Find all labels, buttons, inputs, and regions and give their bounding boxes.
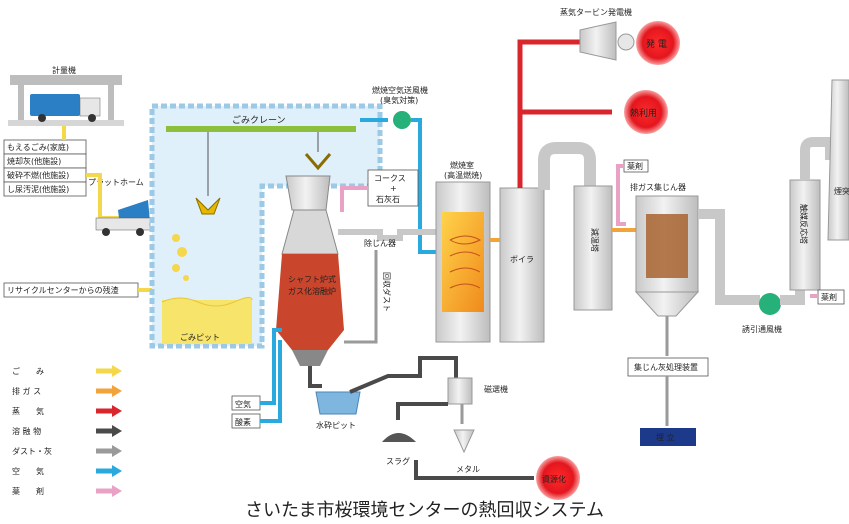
steam-turbine xyxy=(579,21,617,61)
boiler-label: ボイラ xyxy=(510,255,534,264)
pit-label: ごみピット xyxy=(180,332,220,342)
legend-arrow-icon xyxy=(112,385,122,397)
legend-label: 空 気 xyxy=(12,466,44,476)
return-dust-label: 回収ダスト xyxy=(382,272,392,312)
magnet-label: 磁選機 xyxy=(484,384,508,394)
crane-label: ごみクレーン xyxy=(232,114,286,126)
combustion-note: (高温燃焼) xyxy=(444,170,482,180)
air-input-label: 空気 xyxy=(235,399,251,409)
legend-label: 排 ガ ス xyxy=(12,386,41,396)
crane-grab xyxy=(195,132,332,215)
shaft-furnace xyxy=(276,175,344,366)
oxygen-input-label: 酸素 xyxy=(235,417,251,427)
catalyst-reactor-label: 触媒反応塔 xyxy=(799,204,809,244)
diagram-caption: さいたま市桜環境センターの熱回収システム xyxy=(245,500,604,521)
magnetic-separator xyxy=(447,377,473,405)
coke-label: コークス xyxy=(374,174,406,183)
waste-type-item: 焼却灰(他施設) xyxy=(7,156,61,166)
falling-garbage xyxy=(172,234,189,281)
blower-note: (臭気対策) xyxy=(380,95,418,105)
landfill-box xyxy=(640,428,696,446)
dust-remover-label: 除じん器 xyxy=(364,238,396,248)
chemical-1-label: 薬剤 xyxy=(627,161,643,171)
cooling-tower xyxy=(573,185,613,311)
heat-use-label: 熱利用 xyxy=(630,107,657,119)
furnace-label-1: シャフト炉式 xyxy=(288,274,336,284)
waste-type-item: 破砕不燃(他施設) xyxy=(7,170,69,180)
power-hotspot xyxy=(636,21,680,65)
stack-label: 煙突 xyxy=(834,186,849,196)
legend-label: 薬 剤 xyxy=(12,486,44,496)
slag-pile xyxy=(382,433,416,442)
waste-type-item: もえるごみ(家庭) xyxy=(7,142,69,152)
induced-draft-fan xyxy=(759,293,781,315)
furnace-label-2: ガス化溶融炉 xyxy=(288,286,336,296)
fly-ash-label: 集じん灰処理装置 xyxy=(634,362,698,372)
legend-arrow-icon xyxy=(112,445,122,457)
legend: ご み 排 ガ ス 蒸 気 溶 融 物 ダスト・灰 空 気 薬 剤 xyxy=(12,365,122,497)
limestone-label: 石灰石 xyxy=(376,194,400,204)
legend-arrow-icon xyxy=(112,485,122,497)
garbage-pit-building xyxy=(149,103,383,349)
slag-label: スラグ xyxy=(386,456,410,466)
combustion-label: 燃焼室 xyxy=(450,160,474,170)
metal-label: メタル xyxy=(456,465,480,474)
metal-hopper xyxy=(453,429,475,454)
legend-label: 溶 融 物 xyxy=(12,426,41,436)
legend-arrow-icon xyxy=(112,365,122,377)
legend-label: ご み xyxy=(12,366,44,376)
cooling-tower-label: 減温塔 xyxy=(590,228,600,252)
landfill-label: 埋 立 xyxy=(656,432,675,442)
heat-use-hotspot xyxy=(624,90,668,134)
turbine-label: 蒸気タービン発電機 xyxy=(560,7,632,17)
power-label: 発 電 xyxy=(646,38,667,50)
legend-arrow-icon xyxy=(112,425,122,437)
water-pit-label: 水砕ピット xyxy=(316,420,356,430)
legend-label: 蒸 気 xyxy=(12,406,44,416)
generator xyxy=(617,33,635,51)
recycle-residue-label: リサイクルセンターからの残渣 xyxy=(7,285,119,295)
platform-label: プラットホーム xyxy=(88,178,144,187)
scale-label: 計量機 xyxy=(52,65,76,75)
legend-label: ダスト・灰 xyxy=(12,446,52,456)
waste-type-list: もえるごみ(家庭) 焼却灰(他施設) 破砕不燃(他施設) し尿汚泥(他施設) xyxy=(3,139,87,197)
stack xyxy=(827,79,849,241)
scale-station xyxy=(8,75,124,126)
catalyst-reactor xyxy=(789,179,821,291)
steam-lines xyxy=(517,39,612,188)
plus-label: + xyxy=(390,184,397,193)
water-granulation-pit xyxy=(315,391,361,415)
boiler xyxy=(499,187,545,343)
waste-type-item: し尿汚泥(他施設) xyxy=(7,184,69,194)
legend-arrow-icon xyxy=(112,465,122,477)
fan-label: 誘引通風機 xyxy=(742,324,782,334)
blower-label: 燃焼空気送風機 xyxy=(372,85,428,95)
legend-arrow-icon xyxy=(112,405,122,417)
resource-hotspot xyxy=(536,456,580,500)
combustion-air-blower xyxy=(393,111,411,129)
bag-filter-label: 排ガス集じん器 xyxy=(630,182,686,192)
chemical-2-label: 薬剤 xyxy=(821,292,837,302)
resource-label: 資源化 xyxy=(542,474,566,484)
dump-truck xyxy=(95,200,151,236)
